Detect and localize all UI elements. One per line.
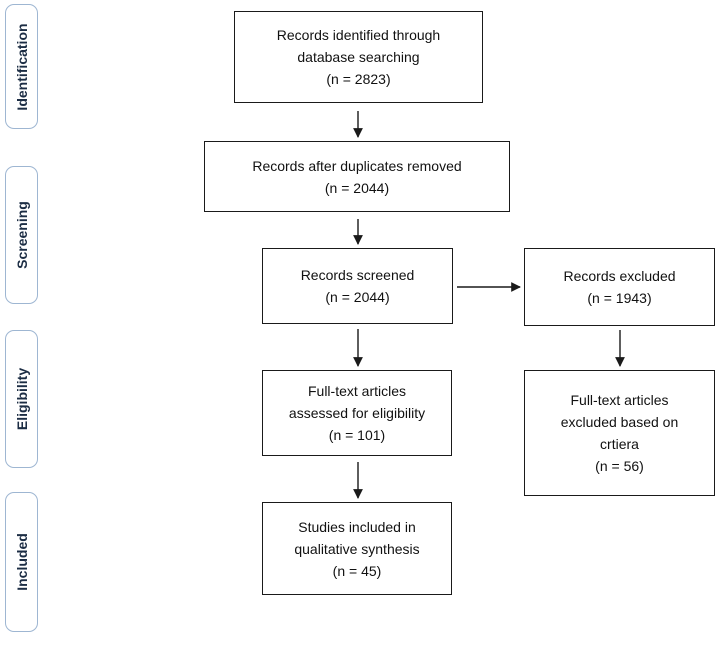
stage-eligibility: Eligibility (5, 330, 38, 468)
records-identified-count: (n = 2823) (326, 71, 391, 87)
studies-included-line-2: qualitative synthesis (294, 540, 420, 557)
stage-screening: Screening (5, 166, 38, 304)
fulltext-excluded-line-1: Full-text articles (570, 392, 669, 408)
fulltext-assessed-box: Full-text articles assessed for eligibil… (262, 370, 452, 456)
records-excluded-count: (n = 1943) (587, 290, 652, 306)
records-deduplicated-box: Records after duplicates removed (n = 20… (204, 141, 510, 212)
records-screened-box: Records screened (n = 2044) (262, 248, 453, 324)
fulltext-excluded-line-2: excluded based on (560, 414, 679, 430)
studies-included-count: (n = 45) (332, 562, 382, 579)
fulltext-excluded-line-3: crtiera (600, 436, 639, 452)
records-deduplicated-line-1: Records after duplicates removed (252, 157, 462, 174)
records-deduplicated-count: (n = 2044) (324, 179, 390, 196)
studies-included-box: Studies included in qualitative synthesi… (262, 502, 452, 595)
records-screened-line-1: Records screened (300, 267, 415, 283)
records-excluded-box: Records excluded (n = 1943) (524, 248, 715, 326)
records-screened-count: (n = 2044) (325, 289, 390, 305)
stage-included: Included (5, 492, 38, 632)
records-identified-box: Records identified through database sear… (234, 11, 483, 103)
stage-identification: Identification (5, 4, 38, 129)
fulltext-excluded-count: (n = 56) (595, 458, 644, 474)
fulltext-excluded-box: Full-text articles excluded based on crt… (524, 370, 715, 496)
records-identified-line-2: database searching (297, 49, 420, 65)
fulltext-assessed-count: (n = 101) (328, 427, 386, 443)
fulltext-assessed-line-1: Full-text articles (307, 383, 407, 399)
records-identified-line-1: Records identified through (276, 27, 441, 43)
studies-included-line-1: Studies included in (298, 518, 416, 535)
records-excluded-line-1: Records excluded (563, 268, 676, 284)
fulltext-assessed-line-2: assessed for eligibility (288, 405, 426, 421)
